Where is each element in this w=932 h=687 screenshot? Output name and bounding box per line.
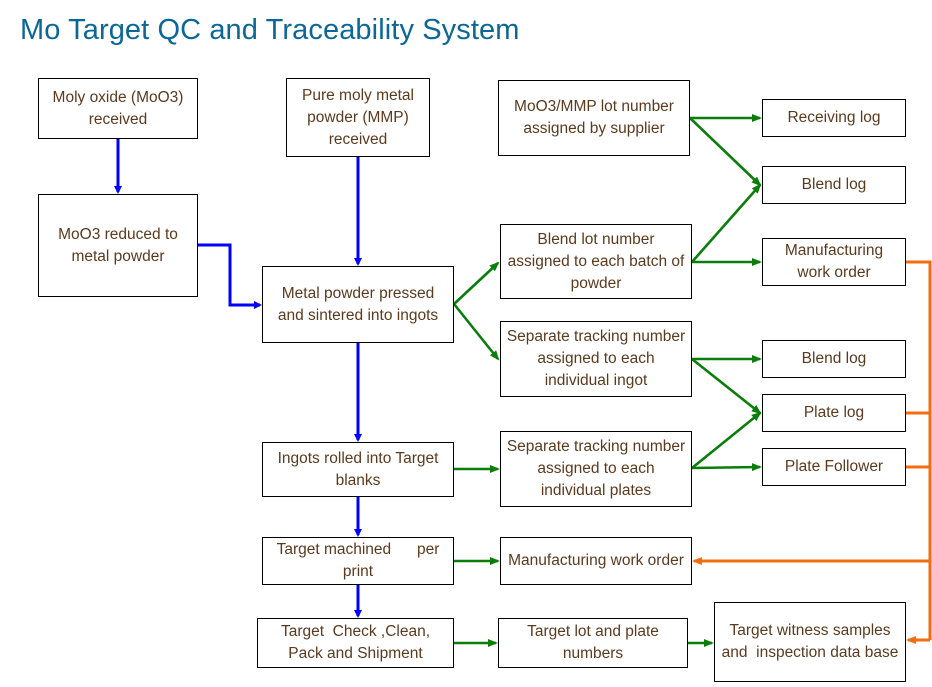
record-plate-follower: Plate Follower [762,448,906,486]
step-target-check: Target Check ,Clean, Pack and Shipment [257,618,454,668]
arrow-reduced-to-pressed [198,243,262,309]
diagram-title: Mo Target QC and Traceability System [20,14,520,46]
step-moo3-reduced: MoO3 reduced to metal powder [38,194,198,297]
tracking-ingot: Separate tracking number assigned to eac… [500,321,692,397]
feedback-bus [906,260,932,640]
record-receiving-log: Receiving log [762,99,906,137]
arrow-pressed-to-ingottrack [452,303,500,361]
step-moly-oxide-received: Moly oxide (MoO3) received [38,78,198,139]
tracking-supplier-lot: MoO3/MMP lot number assigned by supplier [498,80,690,156]
arrow-ingot-to-platelog [691,357,762,415]
record-plate-log: Plate log [762,394,906,432]
record-mfg-work-order: Manufacturing work order [762,238,906,286]
arrow-supplier-to-blendlog [689,117,762,187]
step-pressed-sintered: Metal powder pressed and sintered into i… [262,266,454,343]
record-blend-log-2: Blend log [762,340,906,378]
record-witness-db: Target witness samples and inspection da… [714,602,906,682]
arrow-plate-to-follower [691,463,762,472]
tracking-target-lot-plate: Target lot and plate numbers [498,618,688,668]
arrow-blendlot-to-blendlog [691,183,762,263]
arrow-plate-to-platelog [691,411,762,470]
record-blend-log-1: Blend log [762,166,906,204]
tracking-mfg-work-order: Manufacturing work order [500,537,692,585]
tracking-plate: Separate tracking number assigned to eac… [500,431,692,507]
arrow-pressed-to-blendlot [453,261,500,305]
step-ingots-rolled: Ingots rolled into Target blanks [262,442,454,497]
tracking-blend-lot: Blend lot number assigned to each batch … [500,224,692,299]
step-target-machined: Target machined per print [262,537,454,585]
step-mmp-received: Pure moly metal powder (MMP) received [286,78,430,157]
